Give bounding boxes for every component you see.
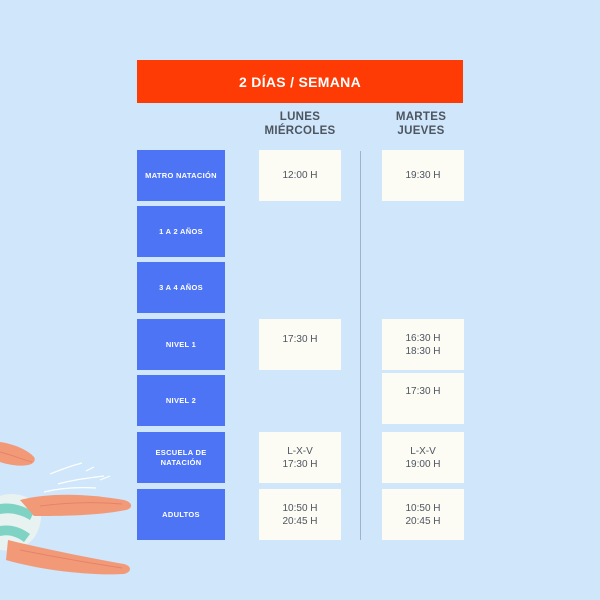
row-label-text: NATACIÓN xyxy=(160,457,202,467)
time-text: 12:00 H xyxy=(282,170,318,181)
schedule-cell-nivel1-tue-thu: 16:30 H 18:30 H xyxy=(382,319,464,370)
row-label-nivel-1: NIVEL 1 xyxy=(137,319,225,370)
column-header-line: LUNES xyxy=(279,111,321,123)
time-text: 17:30 H xyxy=(282,458,318,470)
row-label-1-2-anos: 1 A 2 AÑOS xyxy=(137,206,225,257)
time-text: 19:30 H xyxy=(405,170,441,181)
time-text: 17:30 H xyxy=(282,334,318,345)
time-text: 20:45 H xyxy=(405,515,441,527)
schedule-cell-matro-mon-wed: 12:00 H xyxy=(259,150,341,201)
days-text: L-X-V xyxy=(287,445,313,457)
days-text: L-X-V xyxy=(410,445,436,457)
row-label-text: 3 A 4 AÑOS xyxy=(159,282,203,292)
schedule-cell-adultos-mon-wed: 10:50 H 20:45 H xyxy=(259,489,341,540)
time-text: 10:50 H xyxy=(282,502,318,514)
row-label-text: ESCUELA DE xyxy=(155,447,207,457)
column-header-line: MIÉRCOLES xyxy=(264,124,336,137)
column-header-line: MARTES xyxy=(395,111,447,123)
schedule-cell-nivel2-tue-thu: 17:30 H xyxy=(382,373,464,424)
time-text: 16:30 H xyxy=(405,332,441,344)
row-label-3-4-anos: 3 A 4 AÑOS xyxy=(137,262,225,313)
row-label-text: ADULTOS xyxy=(162,509,200,519)
row-label-text: NIVEL 2 xyxy=(165,395,197,405)
time-text: 19:00 H xyxy=(405,458,441,470)
column-divider xyxy=(360,151,361,540)
time-text: 18:30 H xyxy=(405,345,441,357)
time-text: 17:30 H xyxy=(405,386,441,397)
schedule-cell-escuela-tue-thu: L-X-V 19:00 H xyxy=(382,432,464,483)
row-label-text: NIVEL 1 xyxy=(165,339,197,349)
schedule-cell-nivel1-mon-wed: 17:30 H xyxy=(259,319,341,370)
column-header-mon-wed: LUNES MIÉRCOLES xyxy=(250,111,350,138)
row-label-matro-natacion: MATRO NATACIÓN xyxy=(137,150,225,201)
schedule-cell-escuela-mon-wed: L-X-V 17:30 H xyxy=(259,432,341,483)
swimmer-icon xyxy=(0,442,132,575)
column-header-tue-thu: MARTES JUEVES xyxy=(371,111,471,138)
schedule-title: 2 DÍAS / SEMANA xyxy=(137,60,463,103)
schedule-cell-adultos-tue-thu: 10:50 H 20:45 H xyxy=(382,489,464,540)
row-label-escuela-natacion: ESCUELA DE NATACIÓN xyxy=(137,432,225,483)
schedule-cell-matro-tue-thu: 19:30 H xyxy=(382,150,464,201)
row-label-adultos: ADULTOS xyxy=(137,489,225,540)
row-label-text: 1 A 2 AÑOS xyxy=(159,226,203,236)
column-header-line: JUEVES xyxy=(397,124,445,137)
row-label-text: MATRO NATACIÓN xyxy=(145,170,217,180)
time-text: 20:45 H xyxy=(282,515,318,527)
row-label-nivel-2: NIVEL 2 xyxy=(137,375,225,426)
time-text: 10:50 H xyxy=(405,502,441,514)
